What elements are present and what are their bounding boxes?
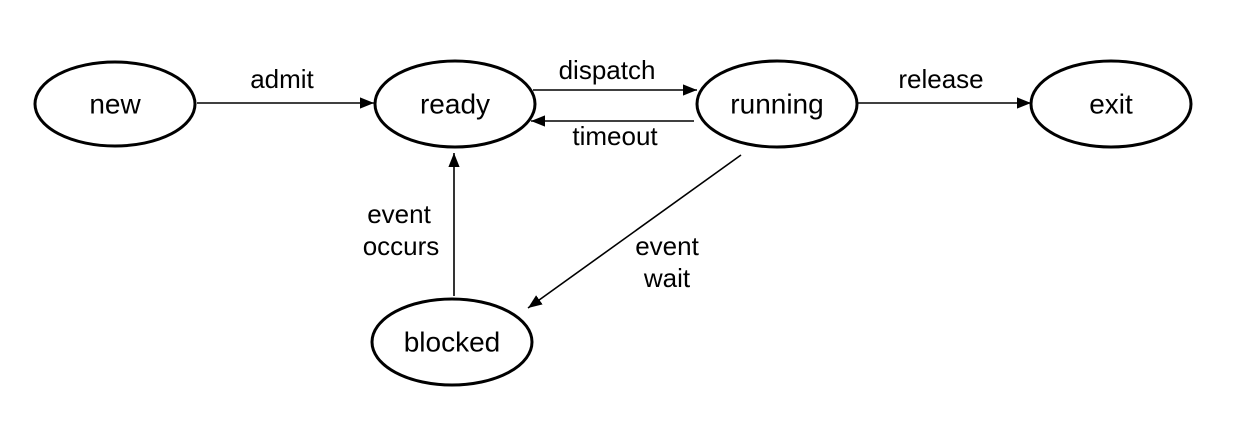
state-exit: exit: [1029, 59, 1193, 149]
state-new-label: new: [89, 89, 141, 120]
label-admit: admit: [250, 64, 314, 94]
label-release: release: [898, 64, 983, 94]
label-event-occurs-line2: occurs: [363, 231, 440, 261]
state-running: running: [695, 59, 859, 149]
state-blocked: blocked: [370, 297, 534, 387]
label-event-wait-line2: wait: [643, 263, 691, 293]
state-ready-label: ready: [420, 89, 490, 120]
label-event-wait-line1: event: [635, 231, 699, 261]
label-event-occurs-line1: event: [367, 199, 431, 229]
state-new: new: [33, 60, 197, 148]
label-timeout: timeout: [572, 121, 658, 151]
state-blocked-label: blocked: [404, 327, 501, 358]
state-running-label: running: [730, 89, 823, 120]
label-dispatch: dispatch: [559, 55, 656, 85]
edge-event-wait: [527, 154, 742, 309]
state-exit-label: exit: [1089, 89, 1133, 120]
state-ready: ready: [373, 59, 537, 149]
